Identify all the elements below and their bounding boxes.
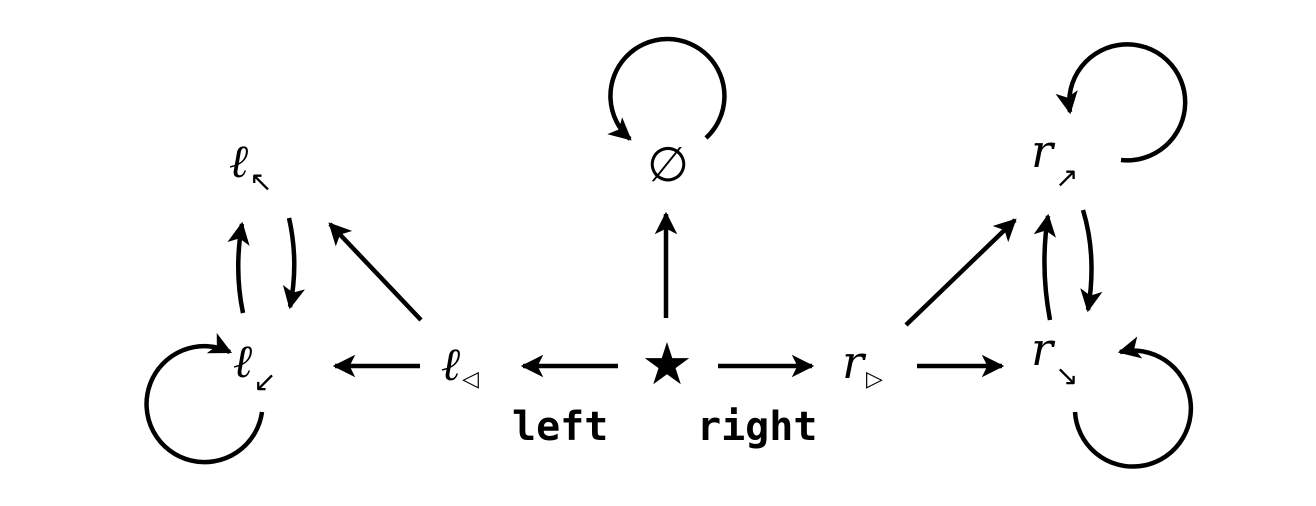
node-star: ★ bbox=[641, 330, 693, 398]
loop-empty bbox=[607, 36, 727, 141]
svg-text:ℓ◁: ℓ◁ bbox=[441, 337, 479, 392]
node-r-down: r↘ bbox=[1031, 322, 1078, 392]
node-l-up: ℓ↖ bbox=[229, 134, 273, 198]
edge-label-left: left bbox=[512, 404, 608, 450]
edge-r-down-to-r-up bbox=[1033, 213, 1056, 321]
edge-label-right: right bbox=[697, 404, 817, 450]
node-star-glyph: ★ bbox=[641, 330, 693, 398]
node-r-up: r↗ bbox=[1031, 124, 1078, 194]
node-l-tri-main: ℓ bbox=[441, 337, 461, 391]
node-l-up-main: ℓ bbox=[229, 134, 249, 188]
svg-text:r▷: r▷ bbox=[842, 335, 883, 392]
node-r-tri-sub: ▷ bbox=[866, 367, 883, 392]
node-r-tri-main: r bbox=[842, 335, 867, 389]
node-r-down-main: r bbox=[1031, 322, 1056, 376]
node-empty: ∅ bbox=[647, 137, 689, 193]
svg-text:ℓ↙: ℓ↙ bbox=[233, 334, 277, 398]
loop-r-down bbox=[1072, 336, 1194, 469]
node-l-down: ℓ↙ bbox=[233, 334, 277, 398]
node-l-tri: ℓ◁ bbox=[441, 337, 479, 392]
edge-l-up-to-l-down bbox=[282, 217, 305, 310]
node-l-up-sub: ↖ bbox=[249, 165, 272, 198]
loop-l-down bbox=[144, 333, 265, 465]
node-r-tri: r▷ bbox=[842, 335, 883, 392]
node-r-up-sub: ↗ bbox=[1055, 161, 1078, 194]
loop-r-up bbox=[1055, 42, 1188, 163]
edge-l-tri-to-l-up bbox=[328, 222, 423, 322]
edge-r-up-to-r-down bbox=[1080, 209, 1103, 313]
edge-r-tri-to-r-up bbox=[904, 218, 1017, 327]
svg-text:ℓ↖: ℓ↖ bbox=[229, 134, 273, 198]
node-r-up-main: r bbox=[1031, 124, 1056, 178]
svg-text:r↘: r↘ bbox=[1031, 322, 1078, 392]
node-empty-glyph: ∅ bbox=[647, 137, 689, 193]
node-l-down-main: ℓ bbox=[233, 334, 253, 388]
node-l-tri-sub: ◁ bbox=[462, 367, 479, 392]
edge-l-down-to-l-up bbox=[227, 221, 250, 314]
node-r-down-sub: ↘ bbox=[1055, 359, 1078, 392]
svg-text:r↗: r↗ bbox=[1031, 124, 1078, 194]
node-l-down-sub: ↙ bbox=[253, 365, 276, 398]
